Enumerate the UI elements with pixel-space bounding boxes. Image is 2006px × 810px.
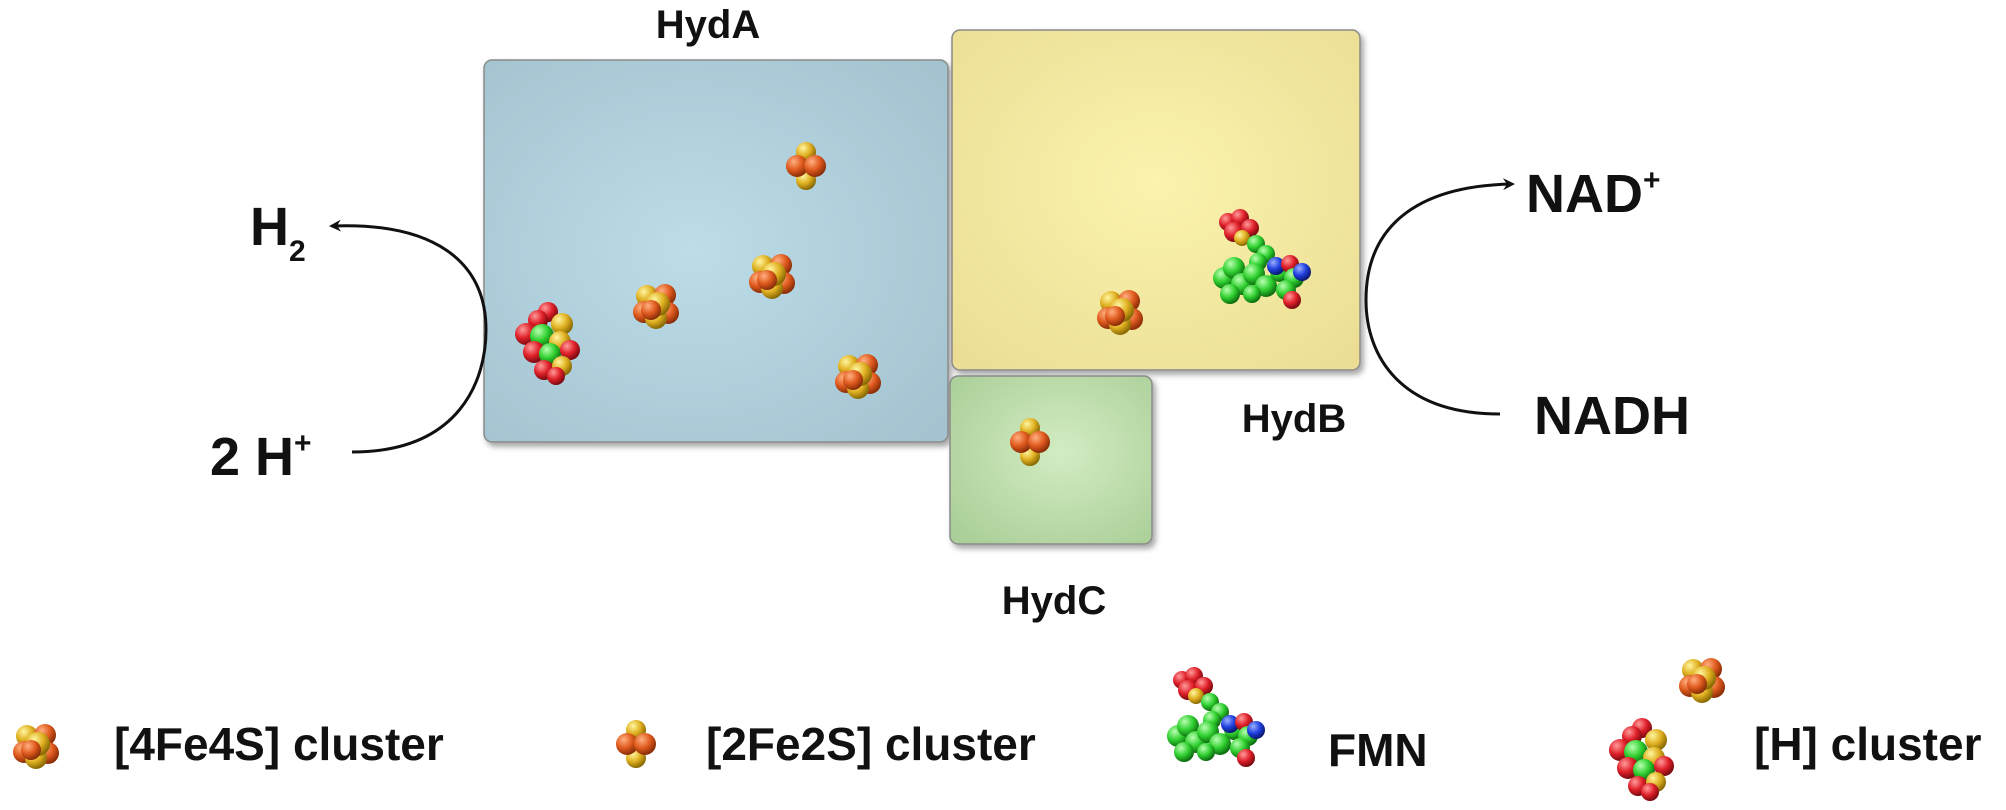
hyda-label: HydA (656, 3, 760, 47)
right-reaction-arrow (1364, 178, 1515, 416)
hydc-box (949, 375, 1153, 545)
2h-plus-substrate-label: 2 H+ (210, 427, 312, 487)
nad-plus-product-label: NAD+ (1526, 164, 1661, 224)
legend: [4Fe4S] cluster [2Fe2S] cluster FMN [H] … (13, 658, 1982, 801)
hyda-box (483, 59, 949, 443)
legend-h-cluster-label: [H] cluster (1754, 718, 1982, 770)
hydb-box (951, 29, 1361, 371)
left-reaction-arrow (329, 219, 488, 454)
legend-h-cluster-icon (1609, 718, 1674, 801)
legend-fe4s4-icon (13, 724, 59, 769)
legend-fmn-icon (1167, 667, 1265, 767)
legend-fe4s4-small-icon (1679, 658, 1725, 703)
legend-fe4s4-label: [4Fe4S] cluster (114, 718, 444, 770)
hydc-label: HydC (1002, 579, 1106, 623)
legend-fmn-label: FMN (1328, 724, 1428, 776)
legend-fe2s2-label: [2Fe2S] cluster (706, 718, 1036, 770)
nadh-substrate-label: NADH (1534, 386, 1690, 446)
legend-fe2s2-icon (616, 720, 656, 768)
h2-product-label: H2 (250, 197, 306, 268)
hydb-label: HydB (1242, 397, 1346, 441)
